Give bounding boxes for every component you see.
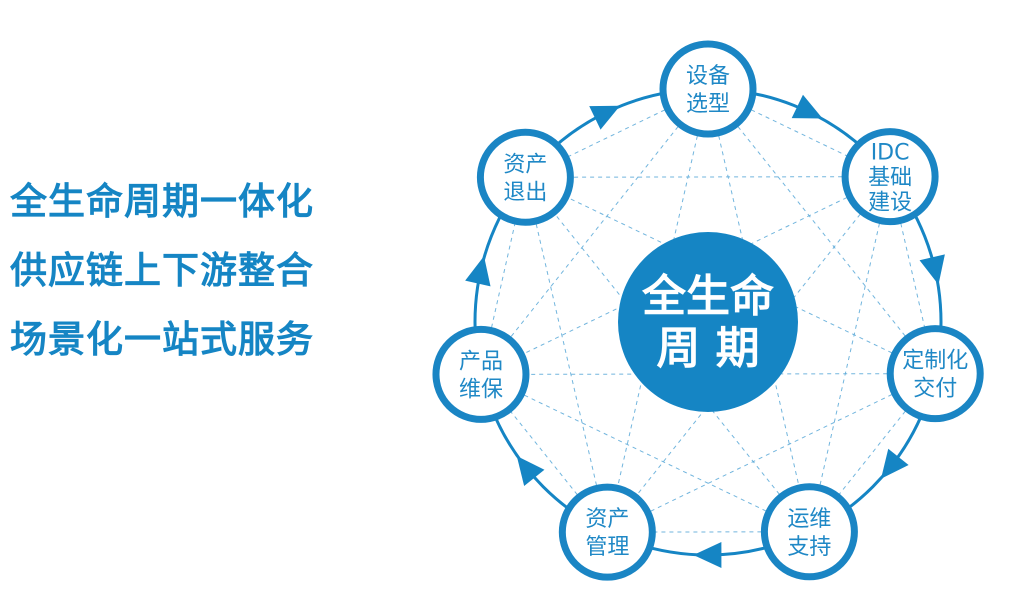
center-hub: 全生命周 期 xyxy=(618,232,798,412)
node-label-line: 资产 xyxy=(585,507,629,532)
node-label-line: 建设 xyxy=(868,191,912,216)
dashed-connector xyxy=(808,176,891,532)
cycle-arrow-icon xyxy=(516,455,545,486)
slogan-supply-chain: 供应链上下游整合 xyxy=(10,249,314,292)
node-circle xyxy=(558,483,656,581)
node-label-line: 基础 xyxy=(868,166,912,191)
node-circle xyxy=(760,483,858,581)
cycle-arrow-icon xyxy=(465,256,491,287)
node-label-line: 交付 xyxy=(913,377,957,402)
slogan-one-stop-service: 场景化一站式服务 xyxy=(10,318,314,361)
center-circle xyxy=(618,232,798,412)
node-label-line: 设备 xyxy=(686,64,730,89)
node-label-line: 维保 xyxy=(459,377,503,402)
cycle-arrow-icon xyxy=(791,94,823,119)
center-label-line: 周 期 xyxy=(656,323,759,374)
node-label-line: 定制化 xyxy=(902,349,968,374)
cycle-arrow-icon xyxy=(919,254,945,285)
cycle-arrow-icon xyxy=(693,541,722,568)
slogan-lifecycle: 全生命周期一体化 xyxy=(10,180,314,223)
node-circle xyxy=(841,128,939,226)
node-label-line: 资产 xyxy=(503,152,547,177)
node-label-line: 选型 xyxy=(686,92,730,117)
node-label-line: IDC xyxy=(871,141,910,166)
node-label-line: 产品 xyxy=(459,349,503,374)
node-label-line: 退出 xyxy=(503,180,547,205)
node-label-line: 管理 xyxy=(585,535,629,560)
dashed-connector xyxy=(525,176,891,178)
cycle-arrow-icon xyxy=(881,448,909,479)
node-circle xyxy=(659,40,757,138)
slogan-list: 全生命周期一体化 供应链上下游整合 场景化一站式服务 xyxy=(10,183,350,390)
node-label-line: 运维 xyxy=(787,507,831,532)
node-circle xyxy=(476,128,574,226)
center-label-line: 全生命 xyxy=(641,271,774,322)
node-circle xyxy=(886,325,984,423)
cycle-arrows xyxy=(465,94,945,568)
cycle-arrow-icon xyxy=(589,105,621,130)
node-circle xyxy=(432,325,530,423)
node-label-line: 支持 xyxy=(787,535,831,560)
